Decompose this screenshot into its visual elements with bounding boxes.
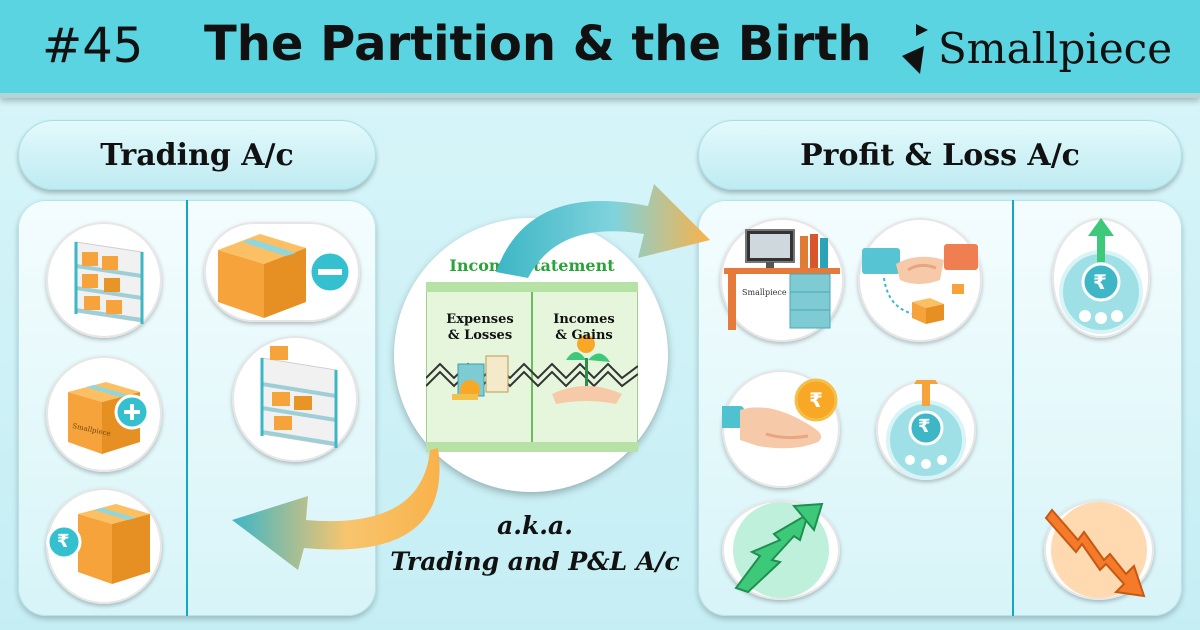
direct-expenses-item: ₹ — [46, 488, 162, 604]
box-rupee-icon — [46, 504, 150, 584]
episode-number: #45 — [42, 18, 144, 74]
net-loss-item — [1044, 500, 1154, 600]
rupee-symbol: ₹ — [1093, 270, 1107, 294]
decline-arrow-icon — [1044, 502, 1147, 598]
arrow-to-trading-icon — [232, 448, 440, 570]
office-expenses-item: Smallpiece — [720, 218, 844, 342]
arrow-to-profit-loss-icon — [496, 184, 710, 278]
panel-divider — [186, 200, 188, 616]
hand-coin-icon — [722, 378, 838, 449]
panel-divider — [1012, 200, 1014, 616]
net-profit-item — [722, 500, 840, 600]
rupee-up-arrow-icon — [886, 380, 966, 480]
box-add-icon — [68, 382, 150, 454]
growth-arrow-icon — [733, 502, 829, 598]
rupee-symbol: ₹ — [809, 388, 823, 412]
purchases-item: Smallpiece — [46, 356, 162, 472]
incomes-gains-column: Incomes & Gains — [534, 312, 634, 344]
expenses-losses-column: Expenses & Losses — [430, 312, 530, 344]
header-banner: #45 The Partition & the Birth Smallpiece — [0, 0, 1200, 98]
page-title: The Partition & the Birth — [204, 16, 872, 72]
trading-account-heading: Trading A/c — [18, 120, 376, 190]
sales-item — [204, 222, 360, 322]
brand-mark-icon — [902, 24, 928, 74]
aka-caption: a.k.a. Trading and P&L A/c — [380, 508, 690, 580]
brand-name: Smallpiece — [938, 24, 1173, 73]
profit-loss-account-panel: Smallpiece ₹ — [698, 200, 1182, 616]
rupee-symbol: ₹ — [918, 416, 931, 437]
opening-stock-item — [46, 222, 162, 338]
expense-increase-item: ₹ — [1052, 218, 1150, 338]
warehouse-shelf-icon — [260, 346, 338, 448]
column-label-line: Expenses — [446, 312, 514, 327]
box-remove-icon — [218, 234, 352, 318]
brand-logo[interactable]: Smallpiece — [898, 18, 1188, 78]
column-label-line: & Gains — [555, 328, 613, 343]
income-statement-ledger: Income Statement Expenses & Losses Incom… — [426, 256, 638, 452]
trading-account-panel: Smallpiece ₹ — [18, 200, 376, 616]
rupee-up-arrow-icon — [1059, 218, 1143, 334]
income-increase-item: ₹ — [876, 380, 976, 480]
desk-label: Smallpiece — [742, 288, 787, 297]
column-label-line: Incomes — [553, 312, 615, 327]
ledger-sheet — [426, 282, 638, 452]
handshake-icon — [862, 244, 978, 324]
office-desk-icon — [724, 229, 840, 330]
aka-name: Trading and P&L A/c — [390, 547, 680, 576]
profit-loss-account-heading: Profit & Loss A/c — [698, 120, 1182, 190]
income-received-item: ₹ — [722, 370, 840, 488]
closing-stock-item — [232, 336, 358, 462]
aka-label: a.k.a. — [497, 511, 573, 540]
warehouse-shelf-icon — [74, 241, 144, 324]
commission-item — [858, 218, 982, 342]
rupee-symbol: ₹ — [57, 531, 70, 552]
column-label-line: & Losses — [447, 328, 513, 343]
